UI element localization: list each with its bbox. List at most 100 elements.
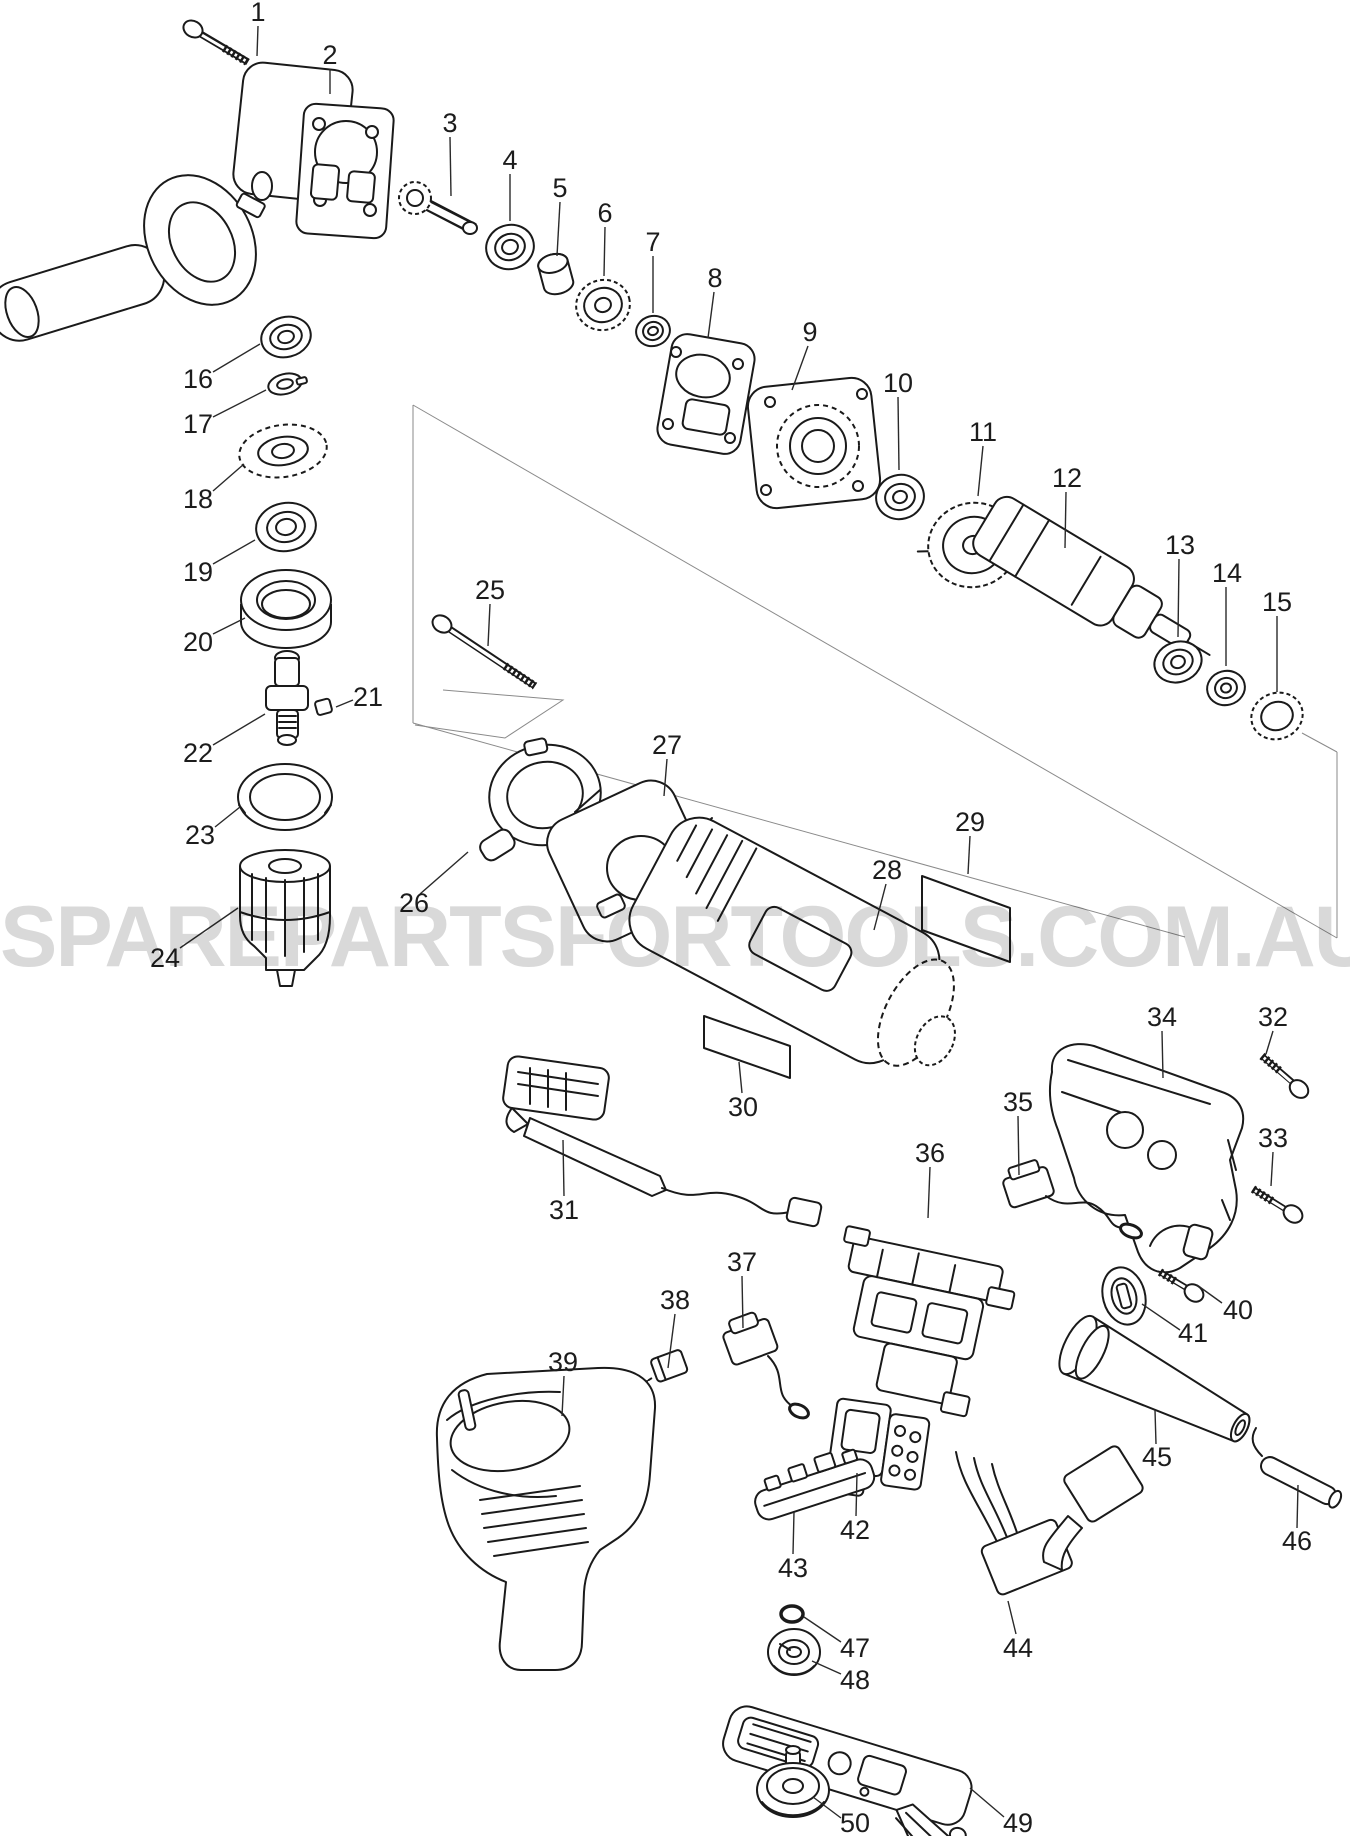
part-leader-40	[1196, 1284, 1223, 1304]
part-17-snap-ring	[267, 372, 308, 396]
part-2-gear-housing	[232, 61, 395, 240]
part-label-23: 23	[185, 820, 215, 850]
part-label-40: 40	[1223, 1295, 1253, 1325]
part-label-45: 45	[1142, 1442, 1172, 1472]
part-leader-42	[855, 1472, 858, 1517]
part-label-12: 12	[1052, 463, 1082, 493]
part-label-26: 26	[399, 888, 429, 918]
part-label-31: 31	[549, 1195, 579, 1225]
part-leader-27	[663, 758, 668, 797]
part-label-39: 39	[548, 1347, 578, 1377]
part-47-o-ring	[779, 1604, 805, 1624]
part-leader-22	[212, 713, 266, 746]
part-37-brush-holder	[722, 1311, 810, 1420]
part-label-10: 10	[883, 368, 913, 398]
part-leader-33	[1270, 1151, 1274, 1187]
part-22-spindle	[265, 650, 309, 746]
part-label-50: 50	[840, 1808, 870, 1836]
part-label-7: 7	[645, 227, 660, 257]
part-leader-45	[1154, 1409, 1157, 1445]
part-leader-13	[1177, 558, 1180, 638]
part-leader-37	[741, 1275, 744, 1329]
part-leader-31	[562, 1139, 565, 1197]
part-number-labels: 1234567891011121314151617181920212223242…	[150, 0, 1312, 1836]
part-leader-6	[603, 226, 606, 277]
part-15-ring-gear	[1250, 691, 1304, 741]
part-label-9: 9	[802, 317, 817, 347]
part-50-knob-wheel	[756, 1745, 830, 1818]
part-leader-8	[707, 291, 715, 339]
part-5-sleeve	[537, 252, 575, 296]
part-34-handle-cover	[1049, 1043, 1245, 1274]
part-leader-11	[977, 445, 984, 497]
part-18-bevel-gear	[238, 423, 328, 479]
part-leader-48	[811, 1660, 842, 1675]
part-20-cup-washer	[240, 569, 332, 649]
part-leader-12	[1064, 491, 1067, 549]
part-leader-30	[738, 1061, 743, 1094]
part-label-46: 46	[1282, 1526, 1312, 1556]
part-13-washer	[1153, 640, 1203, 684]
part-leader-32	[1265, 1030, 1274, 1055]
part-label-25: 25	[475, 575, 505, 605]
part-label-3: 3	[442, 108, 457, 138]
part-label-34: 34	[1147, 1002, 1177, 1032]
part-label-13: 13	[1165, 530, 1195, 560]
part-label-5: 5	[552, 173, 567, 203]
part-leader-28	[873, 883, 887, 931]
part-label-38: 38	[660, 1285, 690, 1315]
part-label-21: 21	[353, 682, 383, 712]
part-label-41: 41	[1178, 1318, 1208, 1348]
part-leader-24	[179, 907, 239, 949]
part-label-30: 30	[728, 1092, 758, 1122]
part-leader-29	[967, 835, 971, 875]
part-label-1: 1	[250, 0, 265, 27]
part-label-16: 16	[183, 364, 213, 394]
part-16-bearing	[260, 315, 312, 359]
part-33-screw	[1250, 1185, 1304, 1224]
part-label-48: 48	[840, 1665, 870, 1695]
part-leader-34	[1161, 1030, 1164, 1079]
part-30-label-sticker	[703, 1015, 791, 1079]
part-label-37: 37	[727, 1247, 757, 1277]
part-leader-25	[487, 603, 491, 647]
part-label-32: 32	[1258, 1002, 1288, 1032]
part-label-18: 18	[183, 484, 213, 514]
part-46-sleeve-tube	[1251, 1427, 1343, 1509]
part-leader-17	[212, 389, 267, 418]
part-21-key	[314, 697, 333, 716]
part-leader-43	[792, 1511, 795, 1555]
part-label-36: 36	[915, 1138, 945, 1168]
part-leader-35	[1017, 1115, 1020, 1176]
part-label-17: 17	[183, 409, 213, 439]
part-41-cap	[1101, 1266, 1147, 1326]
part-leader-39	[561, 1375, 565, 1417]
part-label-29: 29	[955, 807, 985, 837]
part-label-28: 28	[872, 855, 902, 885]
part-label-2: 2	[322, 40, 337, 70]
part-leader-21	[335, 699, 354, 708]
part-leader-20	[212, 617, 246, 635]
part-label-22: 22	[183, 738, 213, 768]
part-25-bolt	[431, 614, 538, 690]
part-40-screw	[1157, 1268, 1205, 1303]
part-45-grip-cone	[1058, 1314, 1251, 1443]
part-39-housing-cover	[435, 1366, 657, 1671]
part-10-bearing	[875, 473, 925, 521]
part-leader-26	[419, 851, 469, 895]
part-leader-44	[1007, 1600, 1017, 1635]
part-label-11: 11	[969, 417, 997, 447]
part-32-screw	[1259, 1052, 1310, 1099]
part-1-screw	[182, 19, 250, 66]
part-48-grommet	[767, 1628, 821, 1676]
part-label-6: 6	[597, 198, 612, 228]
part-leader-10	[897, 396, 900, 471]
part-leader-49	[969, 1787, 1005, 1818]
part-43-terminal-bar	[754, 1448, 876, 1521]
part-29-label-sticker	[921, 875, 1011, 963]
part-label-49: 49	[1003, 1808, 1033, 1836]
part-44-controller	[955, 1445, 1144, 1596]
part-label-15: 15	[1262, 587, 1292, 617]
part-leader-1	[256, 25, 259, 57]
